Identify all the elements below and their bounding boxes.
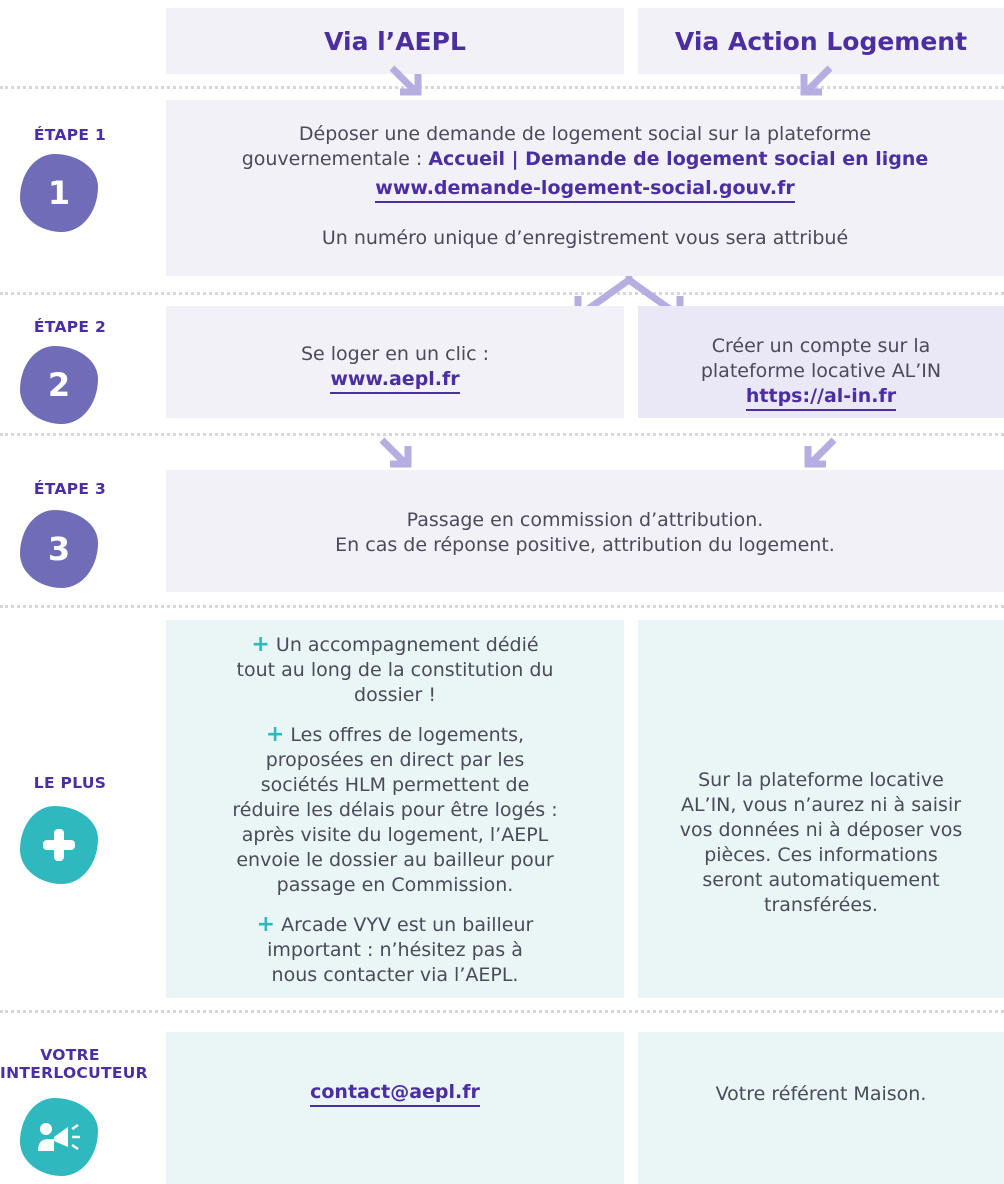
megaphone-glyph-icon [38, 1123, 80, 1151]
megaphone-icon [20, 1098, 98, 1176]
step-1-box: Déposer une demande de logement social s… [166, 100, 1004, 276]
plus-bullet-icon: + [256, 912, 276, 937]
plus-left-box: + Un accompagnement dédié tout au long d… [166, 620, 624, 998]
step-2-left-text: Se loger en un clic : [300, 343, 490, 365]
step-2-right-line1: Créer un compte sur la [711, 335, 931, 357]
step-3-line1: Passage en commission d’attribution. [406, 509, 764, 531]
contact-right-text: Votre référent Maison. [715, 1083, 927, 1105]
contact-label: VOTRE INTERLOCUTEUR [0, 1046, 148, 1082]
separator-4 [0, 605, 1004, 608]
plus-right-box: Sur la plateforme locative AL’IN, vous n… [638, 620, 1004, 998]
arrow-down-right-1 [800, 65, 833, 96]
step-1-number: 1 [47, 174, 71, 212]
column-header-aepl: Via l’AEPL [166, 8, 624, 74]
arrow-down-left-1 [389, 65, 422, 96]
contact-left-box: contact@aepl.fr [166, 1032, 624, 1184]
separator-2 [0, 292, 1004, 295]
column-title-aepl: Via l’AEPL [324, 26, 466, 56]
plus-bullet-icon: + [251, 632, 270, 657]
al-in-link[interactable]: https://al-in.fr [745, 385, 897, 411]
contact-email-link[interactable]: contact@aepl.fr [310, 1081, 480, 1107]
plus-item-2: + Les offres de logements, proposées en … [232, 722, 558, 896]
step-3-number: 3 [47, 530, 71, 568]
step-1-note: Un numéro unique d’enregistrement vous s… [321, 227, 849, 249]
step-2-number: 2 [47, 366, 71, 404]
step-3-badge: 3 [20, 510, 98, 588]
separator-5 [0, 1010, 1004, 1013]
step-1-site-link[interactable]: Accueil | Demande de logement social en … [428, 148, 929, 170]
arrow-down-right-2 [804, 437, 837, 468]
column-header-action-logement: Via Action Logement [638, 8, 1004, 74]
plus-item-3: + Arcade VYV est un bailleur important :… [256, 912, 534, 986]
step-2-left-box: Se loger en un clic : www.aepl.fr [166, 306, 624, 418]
plus-label: LE PLUS [33, 774, 107, 792]
step-2-label: ÉTAPE 2 [33, 318, 107, 336]
step-1-badge: 1 [20, 154, 98, 232]
step-3-line2: En cas de réponse positive, attribution … [335, 534, 835, 556]
contact-right-box: Votre référent Maison. [638, 1032, 1004, 1184]
separator-1 [0, 86, 1004, 89]
step-1-line1: Déposer une demande de logement social s… [298, 123, 872, 145]
plus-icon [20, 806, 98, 884]
aepl-link[interactable]: www.aepl.fr [330, 368, 460, 394]
step-2-right-box: Créer un compte sur la plateforme locati… [638, 306, 1004, 418]
step-3-box: Passage en commission d’attribution. En … [166, 470, 1004, 592]
step-1-label: ÉTAPE 1 [33, 126, 107, 144]
plus-right-text: Sur la plateforme locative AL’IN, vous n… [679, 769, 963, 916]
plus-item-1: + Un accompagnement dédié tout au long d… [236, 632, 554, 706]
step-3-label: ÉTAPE 3 [33, 480, 107, 498]
step-2-badge: 2 [20, 346, 98, 424]
column-title-action-logement: Via Action Logement [674, 26, 968, 56]
step-2-right-line2: plateforme locative AL’IN [700, 360, 942, 382]
arrow-down-left-2 [379, 437, 412, 468]
plus-glyph-icon [43, 829, 75, 861]
step-1-line2: gouvernementale : Accueil | Demande de l… [241, 148, 929, 170]
plus-bullet-icon: + [265, 722, 285, 747]
separator-3 [0, 433, 1004, 436]
step-1-url-link[interactable]: www.demande-logement-social.gouv.fr [375, 177, 795, 203]
